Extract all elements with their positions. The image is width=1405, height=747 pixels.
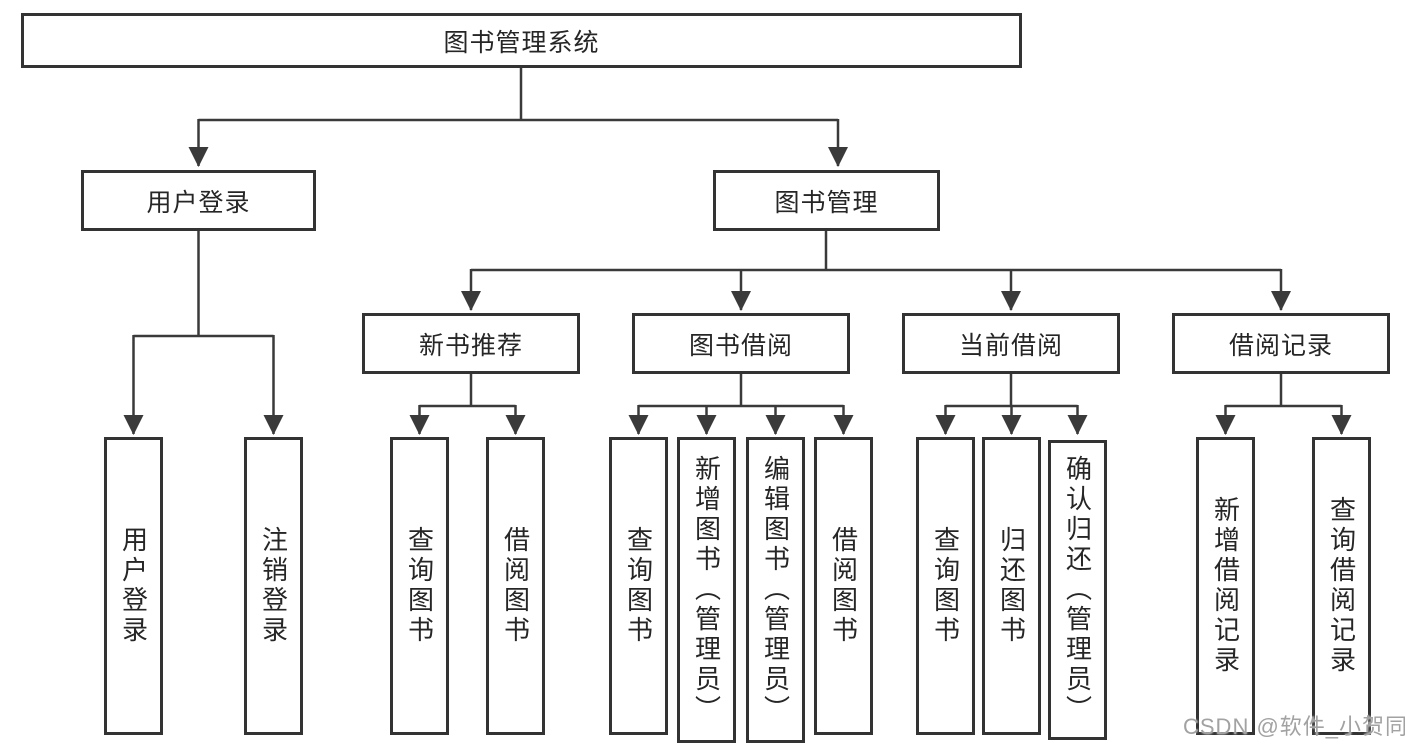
node-new-book-recommendation-label: 新书推荐 (418, 331, 523, 360)
node-user-login-label: 用户登录 (146, 188, 251, 217)
leaf-recommend-borrow-books: 借阅图书 (486, 437, 545, 735)
leaf-edit-books-admin: 编辑图书（管理员） (746, 437, 805, 743)
leaf-logout-label: 注销登录 (258, 526, 289, 646)
leaf-logout: 注销登录 (244, 437, 303, 735)
node-new-book-recommendation: 新书推荐 (362, 313, 580, 374)
node-book-borrowing-label: 图书借阅 (688, 331, 793, 360)
leaf-borrow-query-books: 查询图书 (609, 437, 668, 735)
node-library-management-system: 图书管理系统 (21, 13, 1022, 68)
leaf-edit-books-admin-label: 编辑图书（管理员） (760, 455, 791, 725)
node-book-borrowing: 图书借阅 (632, 313, 850, 374)
leaf-add-books-admin-label: 新增图书（管理员） (691, 455, 722, 725)
leaf-query-borrowing-record-label: 查询借阅记录 (1326, 496, 1357, 676)
leaf-recommend-query-books: 查询图书 (390, 437, 449, 735)
leaf-query-borrowing-record: 查询借阅记录 (1312, 437, 1371, 735)
leaf-borrow-books-label: 借阅图书 (828, 526, 859, 646)
leaf-user-login-label: 用户登录 (118, 526, 149, 646)
leaf-return-books-label: 归还图书 (996, 526, 1027, 646)
leaf-return-books: 归还图书 (982, 437, 1041, 735)
node-user-login: 用户登录 (81, 170, 316, 231)
node-borrowing-records-label: 借阅记录 (1228, 331, 1333, 360)
leaf-add-borrowing-record: 新增借阅记录 (1196, 437, 1255, 735)
leaf-borrow-books: 借阅图书 (814, 437, 873, 735)
node-borrowing-records: 借阅记录 (1172, 313, 1390, 374)
csdn-watermark: CSDN @软件_小贺同学 (1183, 714, 1405, 739)
node-book-management: 图书管理 (713, 170, 940, 231)
leaf-user-login: 用户登录 (104, 437, 163, 735)
leaf-add-borrowing-record-label: 新增借阅记录 (1210, 496, 1241, 676)
node-library-management-system-label: 图书管理系统 (443, 28, 600, 57)
leaf-confirm-return-admin: 确认归还（管理员） (1048, 440, 1107, 740)
leaf-current-query-books: 查询图书 (916, 437, 975, 735)
leaf-recommend-borrow-books-label: 借阅图书 (500, 526, 531, 646)
leaf-recommend-query-books-label: 查询图书 (404, 526, 435, 646)
leaf-add-books-admin: 新增图书（管理员） (677, 437, 736, 743)
node-book-management-label: 图书管理 (774, 188, 879, 217)
node-current-borrowing: 当前借阅 (902, 313, 1120, 374)
leaf-borrow-query-books-label: 查询图书 (623, 526, 654, 646)
leaf-confirm-return-admin-label: 确认归还（管理员） (1062, 455, 1093, 725)
leaf-current-query-books-label: 查询图书 (930, 526, 961, 646)
node-current-borrowing-label: 当前借阅 (958, 331, 1063, 360)
